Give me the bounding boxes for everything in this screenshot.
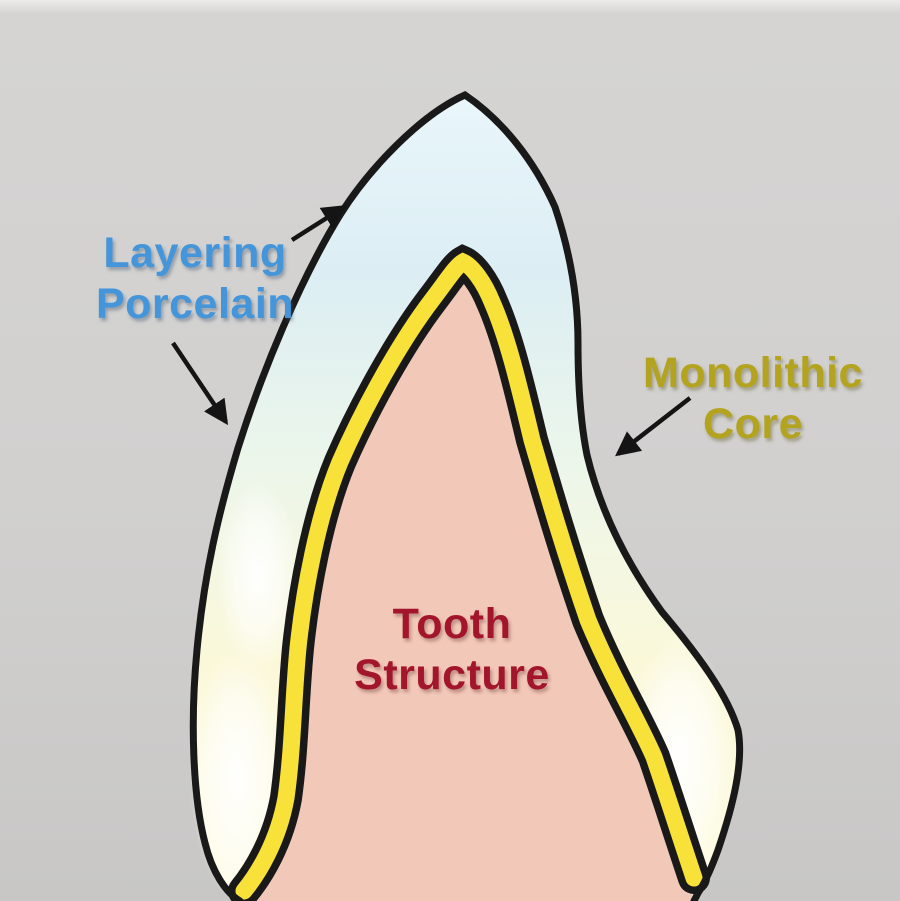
monolithic-core-label: Monolithic Core (643, 348, 863, 450)
crown-outline (189, 91, 744, 901)
arrow-to-porcelain-side (171, 341, 229, 426)
layering-porcelain-label-line1: Layering (103, 229, 287, 277)
monolithic-core-band (235, 252, 703, 900)
monolithic-core-label-line2: Core (703, 400, 803, 448)
arrow-to-core (615, 396, 692, 457)
tooth-structure-label: Tooth Structure (354, 599, 550, 701)
tooth-structure-label-line1: Tooth (392, 600, 512, 648)
layering-porcelain-label-line2: Porcelain (95, 280, 295, 328)
arrow-to-porcelain-top (290, 205, 348, 242)
crown-highlight-left-upper (216, 480, 300, 670)
layering-porcelain-label: Layering Porcelain (96, 228, 294, 330)
tooth-structure-shape (244, 262, 694, 901)
monolithic-core-label-line1: Monolithic (643, 349, 863, 397)
tooth-structure-label-line2: Structure (354, 651, 550, 699)
